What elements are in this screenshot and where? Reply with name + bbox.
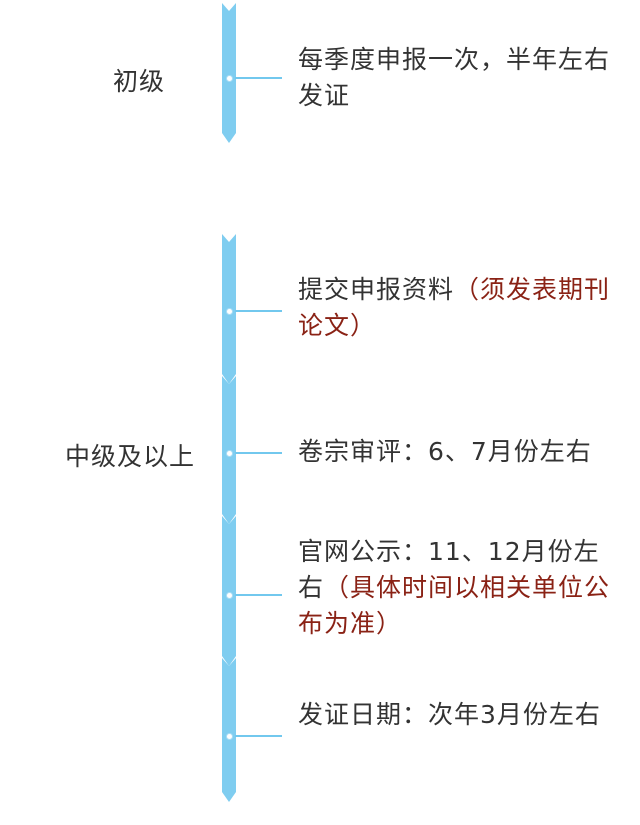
connector-line bbox=[235, 594, 282, 596]
step-note: （须发表期刊论文） bbox=[298, 275, 611, 340]
step-main: 发证日期：次年3月份左右 bbox=[298, 700, 601, 729]
connector-line bbox=[235, 452, 282, 454]
step-text: 提交申报资料（须发表期刊论文） bbox=[298, 272, 618, 344]
step-text: 卷宗审评：6、7月份左右 bbox=[298, 434, 618, 470]
timeline-node bbox=[225, 591, 233, 599]
timeline-node bbox=[225, 449, 233, 457]
step-note: （具体时间以相关单位公布为准） bbox=[298, 573, 611, 638]
step-text: 每季度申报一次，半年左右发证 bbox=[298, 42, 618, 114]
connector-line bbox=[235, 735, 282, 737]
timeline-node bbox=[225, 732, 233, 740]
timeline-segment bbox=[222, 3, 236, 143]
level-label-intermediate: 中级及以上 bbox=[65, 442, 196, 471]
connector-line bbox=[235, 310, 282, 312]
step-main: 官网公示：11、12月份左右 bbox=[298, 537, 600, 602]
step-text: 官网公示：11、12月份左右（具体时间以相关单位公布为准） bbox=[298, 534, 618, 642]
timeline-node bbox=[225, 307, 233, 315]
timeline-node bbox=[225, 74, 233, 82]
step-main: 每季度申报一次，半年左右发证 bbox=[298, 45, 611, 110]
timeline-segment bbox=[222, 516, 236, 666]
step-main: 提交申报资料 bbox=[298, 275, 455, 304]
level-label-junior: 初级 bbox=[113, 67, 166, 96]
step-main: 卷宗审评：6、7月份左右 bbox=[298, 437, 592, 466]
timeline-segment bbox=[222, 658, 236, 802]
connector-line bbox=[235, 77, 282, 79]
step-text: 发证日期：次年3月份左右 bbox=[298, 697, 618, 733]
